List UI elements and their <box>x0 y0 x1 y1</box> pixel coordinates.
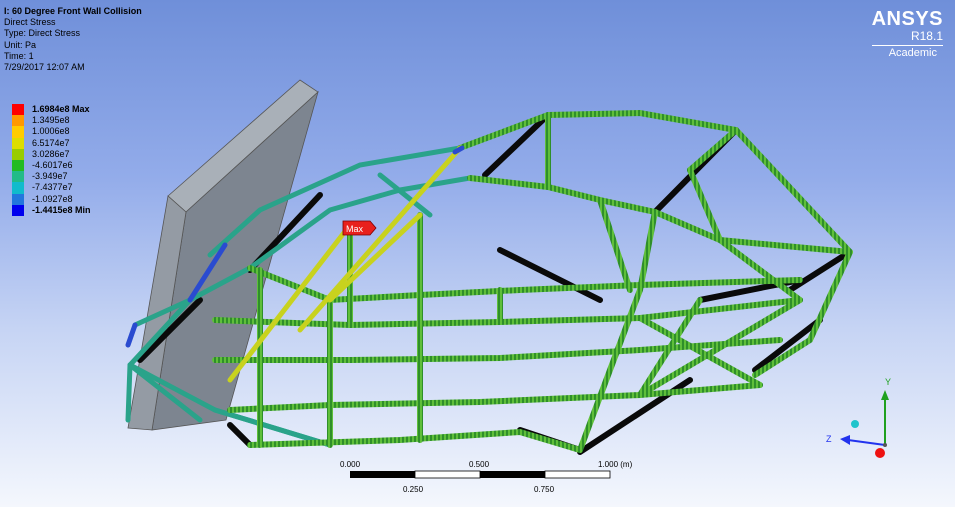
legend-swatch <box>12 171 24 183</box>
legend-swatch <box>12 115 24 127</box>
legend-swatch <box>12 148 24 160</box>
legend-swatch <box>12 137 24 149</box>
legend-swatch <box>12 159 24 172</box>
result-time: Time: 1 <box>4 50 34 61</box>
result-unit: Unit: Pa <box>4 39 37 50</box>
legend-swatch <box>12 182 24 194</box>
legend-label: -7.4377e7 <box>32 182 73 193</box>
triad-y-label: Y <box>885 377 892 387</box>
result-type: Type: Direct Stress <box>4 28 81 39</box>
triad-z-label: Z <box>826 434 832 444</box>
legend-label: -1.0927e8 <box>32 193 73 204</box>
frame-blue-members <box>125 145 465 348</box>
legend-swatch <box>12 204 24 216</box>
logo-version: R18.1 <box>910 29 943 43</box>
scale-label: 0.000 <box>340 460 361 469</box>
scale-label: 0.250 <box>403 485 424 494</box>
legend-label: 3.0286e7 <box>32 148 70 159</box>
scale-label: 1.000 (m) <box>598 460 633 469</box>
result-info: I: 60 Degree Front Wall Collision Direct… <box>4 6 142 73</box>
result-subtitle: Direct Stress <box>4 17 56 28</box>
legend-swatch <box>12 193 24 205</box>
frame-teal-members <box>125 145 473 448</box>
frame-green-members <box>212 109 853 453</box>
result-title: I: 60 Degree Front Wall Collision <box>4 6 142 16</box>
legend-swatch <box>12 104 24 116</box>
legend-label: -4.6017e6 <box>32 159 73 170</box>
ansys-logo: ANSYS R18.1 Academic <box>871 8 943 59</box>
legend-label: 1.0006e8 <box>32 126 70 137</box>
legend-label: 1.3495e8 <box>32 115 70 126</box>
legend-label: 6.5174e7 <box>32 137 70 148</box>
result-date: 7/29/2017 12:07 AM <box>4 62 85 73</box>
logo-brand: ANSYS <box>871 8 943 30</box>
legend-swatch <box>12 126 24 138</box>
legend-label-max: 1.6984e8 Max <box>32 104 90 114</box>
legend-label: -3.949e7 <box>32 171 68 182</box>
frame-yellow-members <box>227 145 463 383</box>
logo-edition: Academic <box>871 45 943 59</box>
scale-label: 0.750 <box>534 485 555 494</box>
legend-label-min: -1.4415e8 Min <box>32 204 91 215</box>
scale-label: 0.500 <box>469 460 490 469</box>
max-probe-label: Max <box>346 224 364 234</box>
max-probe[interactable]: Max <box>342 220 377 236</box>
